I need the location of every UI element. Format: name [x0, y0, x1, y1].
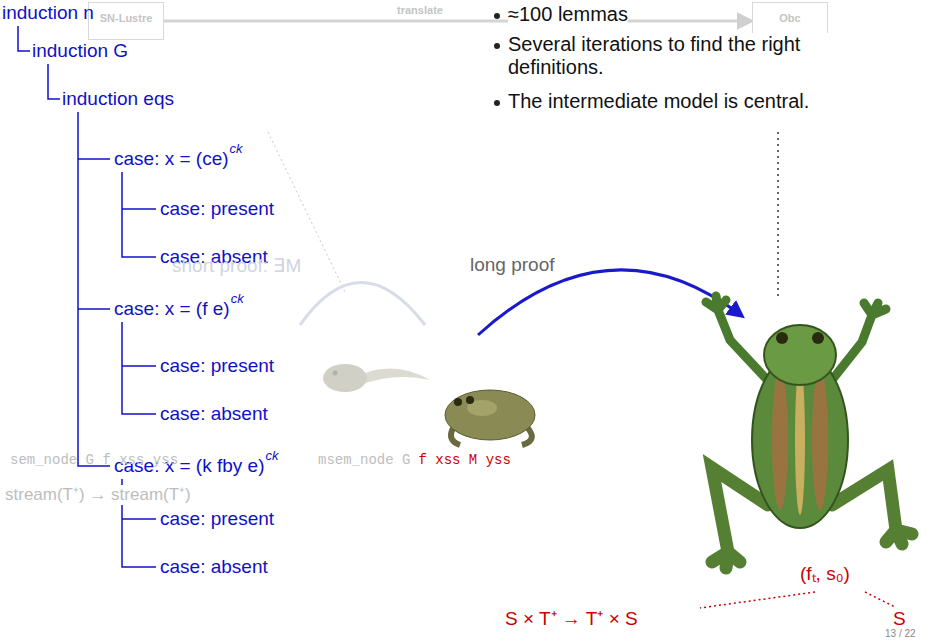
slide-text: induction G [32, 40, 128, 62]
slide-text: ≈100 lemmas [508, 3, 628, 26]
slide-text: long proof [470, 254, 555, 276]
slide-text: ck [231, 292, 244, 307]
slide-text: ck [265, 449, 278, 464]
slide-text: case: x = (f e) [114, 298, 230, 320]
slide-text: case: x = (ce) [114, 148, 229, 170]
box-label: SN-Lustre [100, 12, 153, 24]
dotted-line [777, 132, 779, 300]
slide-text: f xss M yss [418, 452, 510, 468]
slide-text: case: present [160, 508, 274, 530]
slide-text: case: present [160, 198, 274, 220]
slide-text: induction n [2, 2, 94, 24]
frog [706, 296, 912, 568]
slide-text: The intermediate model is central. [508, 90, 809, 113]
slide-text: induction eqs [62, 88, 174, 110]
slide-text: 13 / 22 [885, 628, 916, 640]
slide-text: case: present [160, 355, 274, 377]
slide-text: Several iterations to find the right def… [508, 33, 868, 79]
box-label: Obc [779, 12, 800, 24]
slide-text: (fₜ, s₀) [800, 563, 850, 585]
slide-text: S × T⁺ → T⁺ × S [505, 608, 638, 630]
slide-text: sem_node G f xss yss [10, 452, 178, 468]
slide-text: S [893, 608, 906, 630]
slide-text: ck [230, 142, 243, 157]
slide-text: short proof: ∃M [172, 255, 301, 277]
edge-label: translate [394, 4, 446, 17]
tadpole [323, 364, 430, 392]
red-dotted-leaders [700, 592, 895, 608]
slide-text: case: absent [160, 403, 268, 425]
toad [445, 390, 535, 445]
faded-box: SN-Lustre [88, 2, 164, 40]
translate-arrow [164, 20, 751, 23]
slide-text: case: absent [160, 556, 268, 578]
slide-text: msem_node G [318, 452, 410, 468]
slide-text: stream(T⁺) → stream(T⁺) [5, 485, 191, 505]
bullets [494, 13, 500, 106]
short-proof-arc [300, 283, 425, 326]
